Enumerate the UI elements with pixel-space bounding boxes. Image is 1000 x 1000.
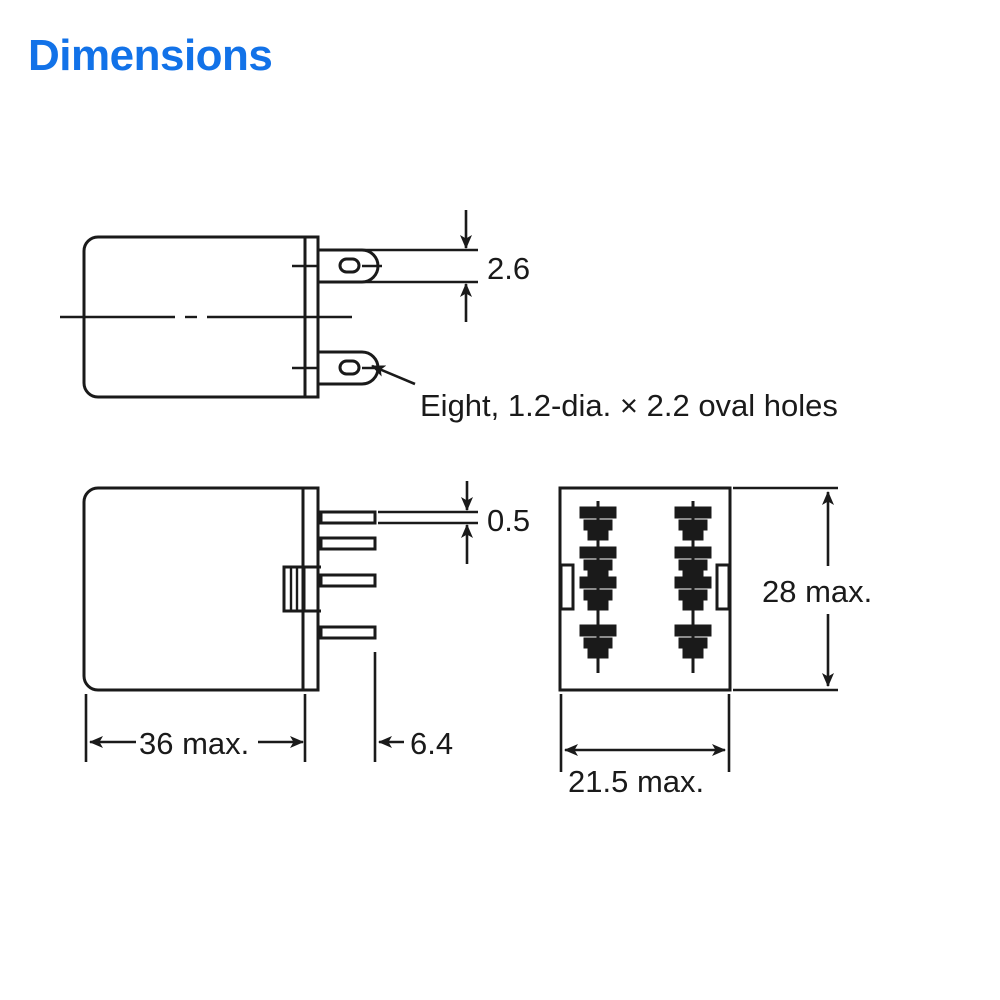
top-view-body-outline xyxy=(82,235,320,399)
top-view-oval-hole-lower xyxy=(338,359,361,376)
front-view-detail-box xyxy=(282,565,306,613)
top-view xyxy=(60,210,478,399)
page-title: Dimensions xyxy=(28,31,273,80)
bottom-view-terminal-l4 xyxy=(579,618,617,673)
front-view-pin-4 xyxy=(319,625,377,640)
bottom-view-notch-right xyxy=(715,563,731,611)
dim-label-2-6: 2.6 xyxy=(487,251,530,286)
dim-label-28-max: 28 max. xyxy=(762,574,872,609)
oval-holes-leader-line xyxy=(371,364,416,386)
front-view-pin-3 xyxy=(319,573,377,588)
dim-label-6-4: 6.4 xyxy=(410,726,453,761)
top-view-oval-hole-upper xyxy=(338,257,361,274)
bottom-view-terminal-r4 xyxy=(674,618,712,673)
front-view-pin-2 xyxy=(319,536,377,551)
dim-label-0-5: 0.5 xyxy=(487,503,530,538)
bottom-view-terminal-r3 xyxy=(674,566,712,622)
dim-label-21-5-max: 21.5 max. xyxy=(568,764,704,799)
dim-label-36-max: 36 max. xyxy=(139,726,249,761)
bottom-view-notch-left xyxy=(559,563,575,611)
bottom-view-terminal-l1 xyxy=(579,501,617,545)
front-view-body-outline xyxy=(82,486,320,692)
bottom-view xyxy=(558,486,838,772)
front-view-pin-1 xyxy=(319,510,377,525)
bottom-view-terminal-r1 xyxy=(674,501,712,545)
front-view xyxy=(82,481,478,762)
note-oval-holes: Eight, 1.2-dia. × 2.2 oval holes xyxy=(420,388,838,423)
bottom-view-terminal-l3 xyxy=(579,566,617,622)
